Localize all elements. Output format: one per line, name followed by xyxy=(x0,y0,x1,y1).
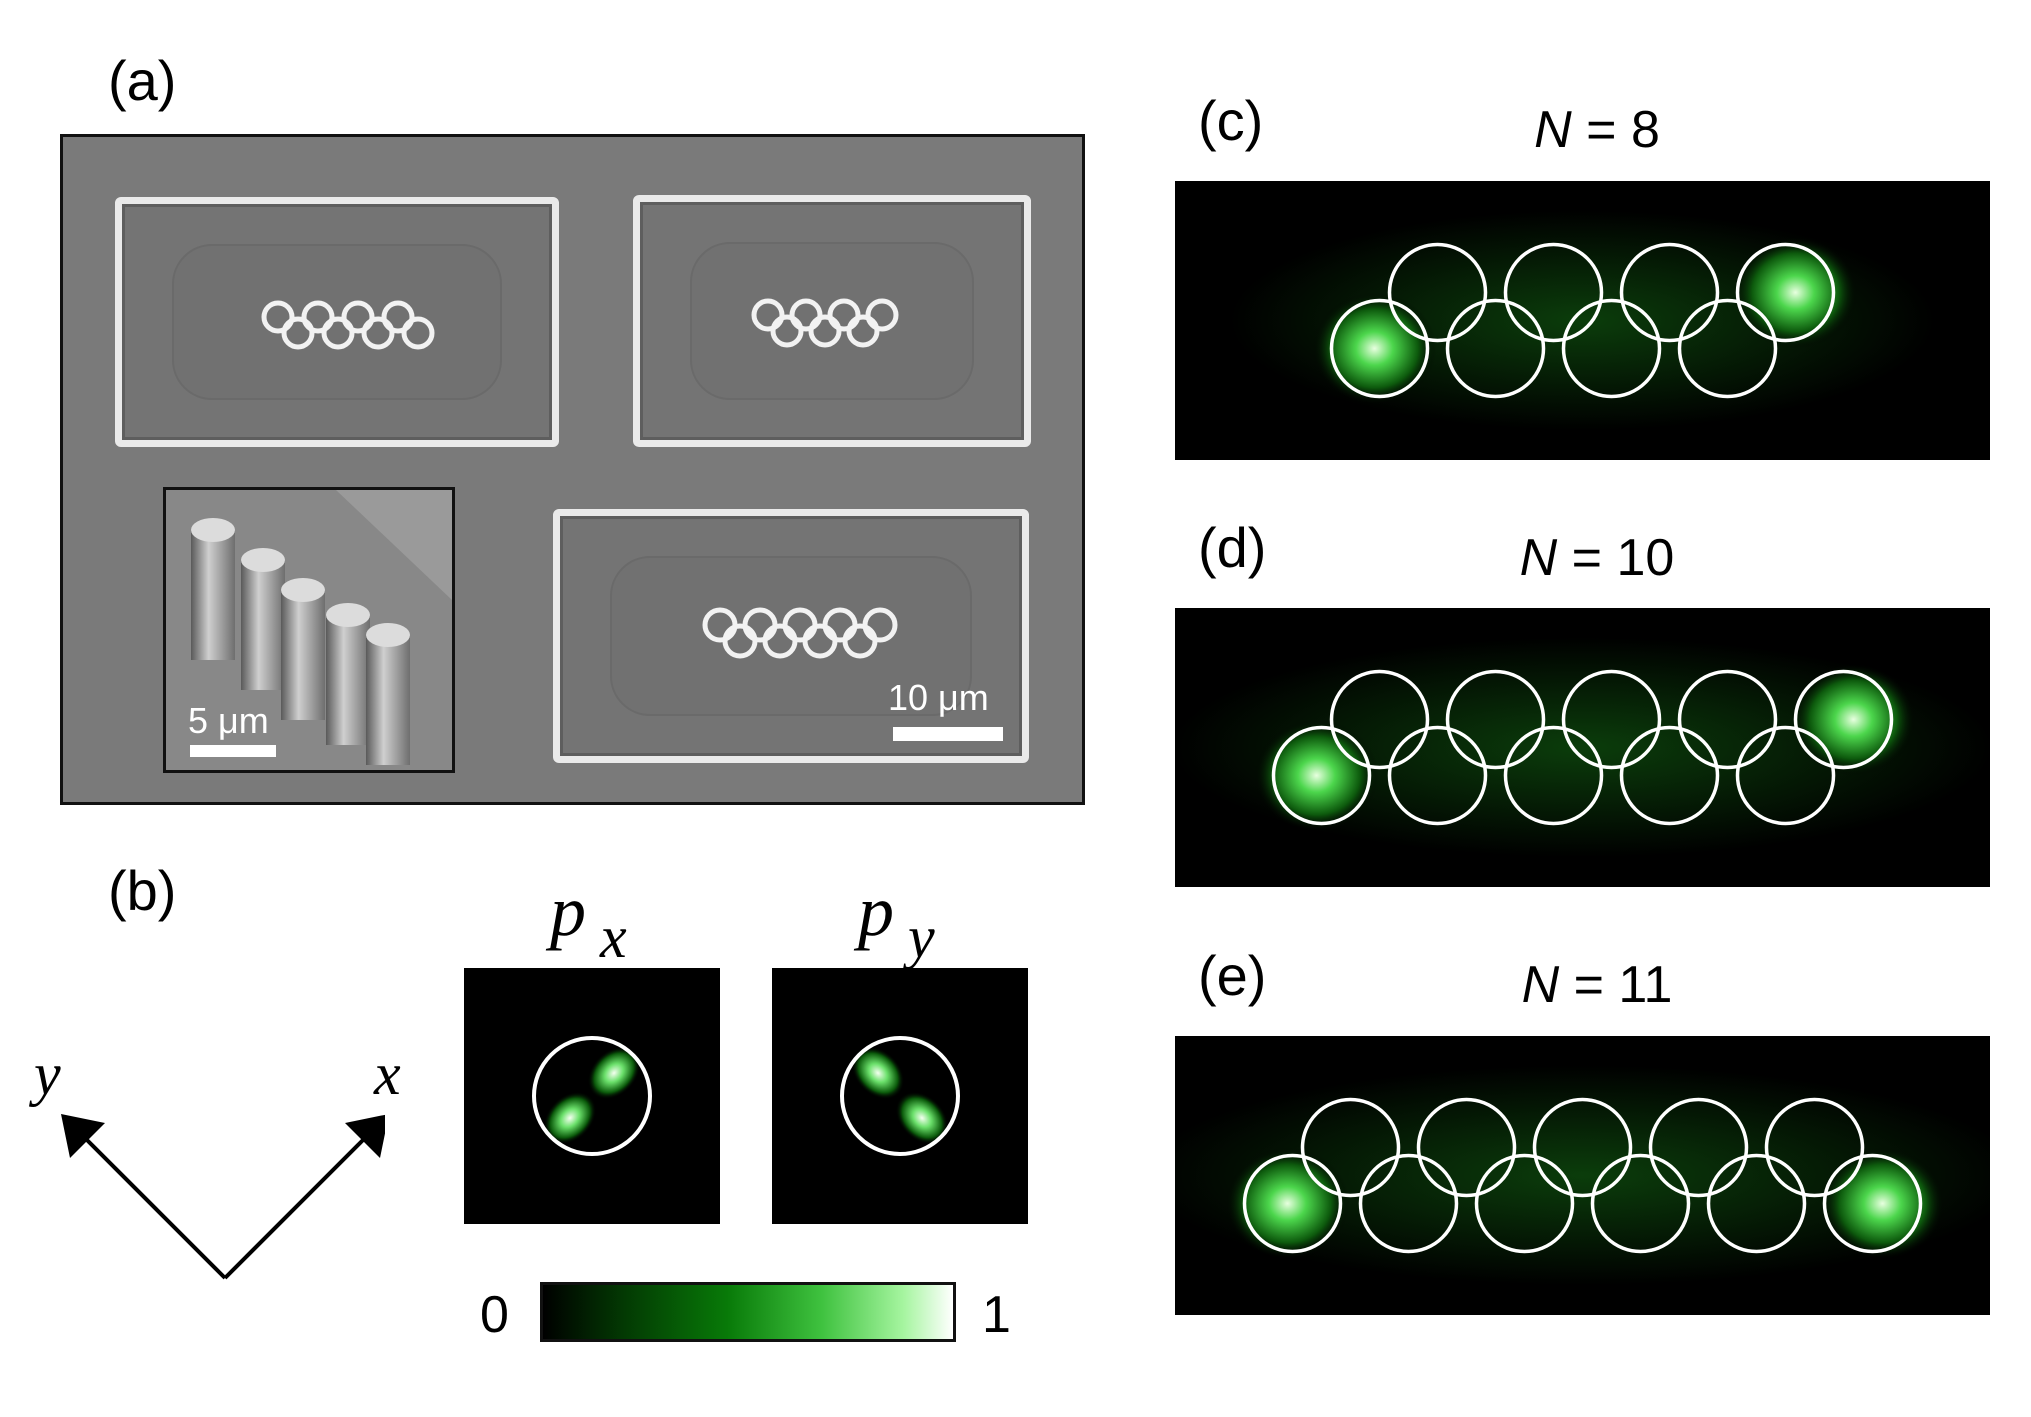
py-mode-image xyxy=(772,968,1028,1224)
axes-diagram xyxy=(61,1114,385,1280)
sem-pillar xyxy=(808,314,842,348)
edge-state-glow xyxy=(1254,719,1379,832)
sem-pillar xyxy=(702,607,738,643)
sem-pillar xyxy=(865,298,899,332)
sem-pillar xyxy=(341,300,375,334)
sem-pillar xyxy=(281,316,315,350)
sem-pillar xyxy=(321,316,355,350)
sem-pillar xyxy=(770,314,804,348)
pillar-ring xyxy=(1503,725,1604,826)
sem-image: 5 μm 10 μm xyxy=(60,134,1085,805)
pillar-ring xyxy=(1590,1153,1691,1254)
panel-label-e: (e) xyxy=(1198,944,1267,1007)
emission-background xyxy=(1175,637,1990,858)
edge-state-glow xyxy=(1733,236,1858,349)
pillar-ring xyxy=(1329,669,1430,770)
pillar-ring xyxy=(1358,1153,1459,1254)
pillar-ring xyxy=(1416,1097,1517,1198)
edge-state-glow xyxy=(1312,292,1437,405)
x-axis-arrow xyxy=(223,1124,379,1280)
pillar-ring xyxy=(1387,242,1488,343)
fluorescence-image-n11 xyxy=(1175,1036,1990,1315)
pillar-ring xyxy=(1300,1097,1401,1198)
sem-pillar xyxy=(846,314,880,348)
edge-state-glow xyxy=(1225,1147,1350,1260)
panel-label-c: (c) xyxy=(1198,89,1264,152)
sem-pillar xyxy=(722,623,758,659)
sem-pillar xyxy=(782,607,818,643)
sem-pillar xyxy=(261,300,295,334)
pillar-ring xyxy=(1561,669,1662,770)
pillar-ring xyxy=(1619,725,1720,826)
inset-scale-label: 5 μm xyxy=(188,700,269,741)
sem-pillar xyxy=(742,607,778,643)
sem-pillar xyxy=(381,300,415,334)
fluorescence-image-n8 xyxy=(1175,181,1990,460)
panel-label-b: (b) xyxy=(108,859,177,922)
pillar-ring xyxy=(1271,725,1372,826)
inset-scale-bar xyxy=(190,745,276,757)
pillar-ring xyxy=(1532,1097,1633,1198)
sem-pillar xyxy=(842,623,878,659)
sem-pillar xyxy=(361,316,395,350)
pillar-ring xyxy=(1735,725,1836,826)
colorbar-max-label: 1 xyxy=(982,1286,1011,1344)
pillar-ring xyxy=(1387,725,1488,826)
pillar-chains xyxy=(261,298,899,659)
pillar-ring xyxy=(1706,1153,1807,1254)
pillar-ring xyxy=(1764,1097,1865,1198)
sem-inset: 5 μm xyxy=(163,487,455,773)
pillar-ring xyxy=(1561,298,1662,399)
pillar-ring xyxy=(1793,669,1894,770)
pillar-ring xyxy=(1677,669,1778,770)
pillar-ring xyxy=(1735,242,1836,343)
title-n8: N = 8 xyxy=(1534,101,1660,159)
pillar-ring xyxy=(1242,1153,1343,1254)
x-axis-label: x xyxy=(374,1041,401,1107)
panel-label-d: (d) xyxy=(1198,516,1267,579)
sem-pillar xyxy=(401,316,435,350)
colorbar xyxy=(540,1282,956,1342)
title-n11: N = 11 xyxy=(1521,956,1673,1014)
edge-state-glow xyxy=(1791,663,1916,776)
px-mode-image xyxy=(464,968,720,1224)
sem-pillar xyxy=(862,607,898,643)
edge-state-glow xyxy=(1820,1147,1945,1260)
title-n10: N = 10 xyxy=(1519,529,1675,587)
pillar-ring xyxy=(1445,669,1546,770)
pillar-ring xyxy=(1474,1153,1575,1254)
sem-pillar xyxy=(789,298,823,332)
fluorescence-image-n10 xyxy=(1175,608,1990,887)
sem-pillar xyxy=(301,300,335,334)
pillar-ring xyxy=(1329,298,1430,399)
pillar-ring xyxy=(1619,242,1720,343)
main-scale-bar xyxy=(893,727,1003,741)
main-scale-label: 10 μm xyxy=(888,677,989,718)
sem-pillar xyxy=(827,298,861,332)
sem-pillar xyxy=(822,607,858,643)
pillar-ring xyxy=(1677,298,1778,399)
pillar-ring xyxy=(1648,1097,1749,1198)
emission-background xyxy=(1175,1065,1990,1286)
pillar-ring xyxy=(1445,298,1546,399)
pillar-ring xyxy=(1822,1153,1923,1254)
y-axis-arrow xyxy=(71,1124,227,1280)
pillar-ring xyxy=(1503,242,1604,343)
sem-pillar xyxy=(751,298,785,332)
panel-label-a: (a) xyxy=(108,49,177,112)
sem-pillar xyxy=(762,623,798,659)
microcavity-frame-1 xyxy=(115,197,559,447)
y-axis-label: y xyxy=(34,1041,61,1107)
colorbar-min-label: 0 xyxy=(480,1286,509,1344)
sem-pillar xyxy=(802,623,838,659)
